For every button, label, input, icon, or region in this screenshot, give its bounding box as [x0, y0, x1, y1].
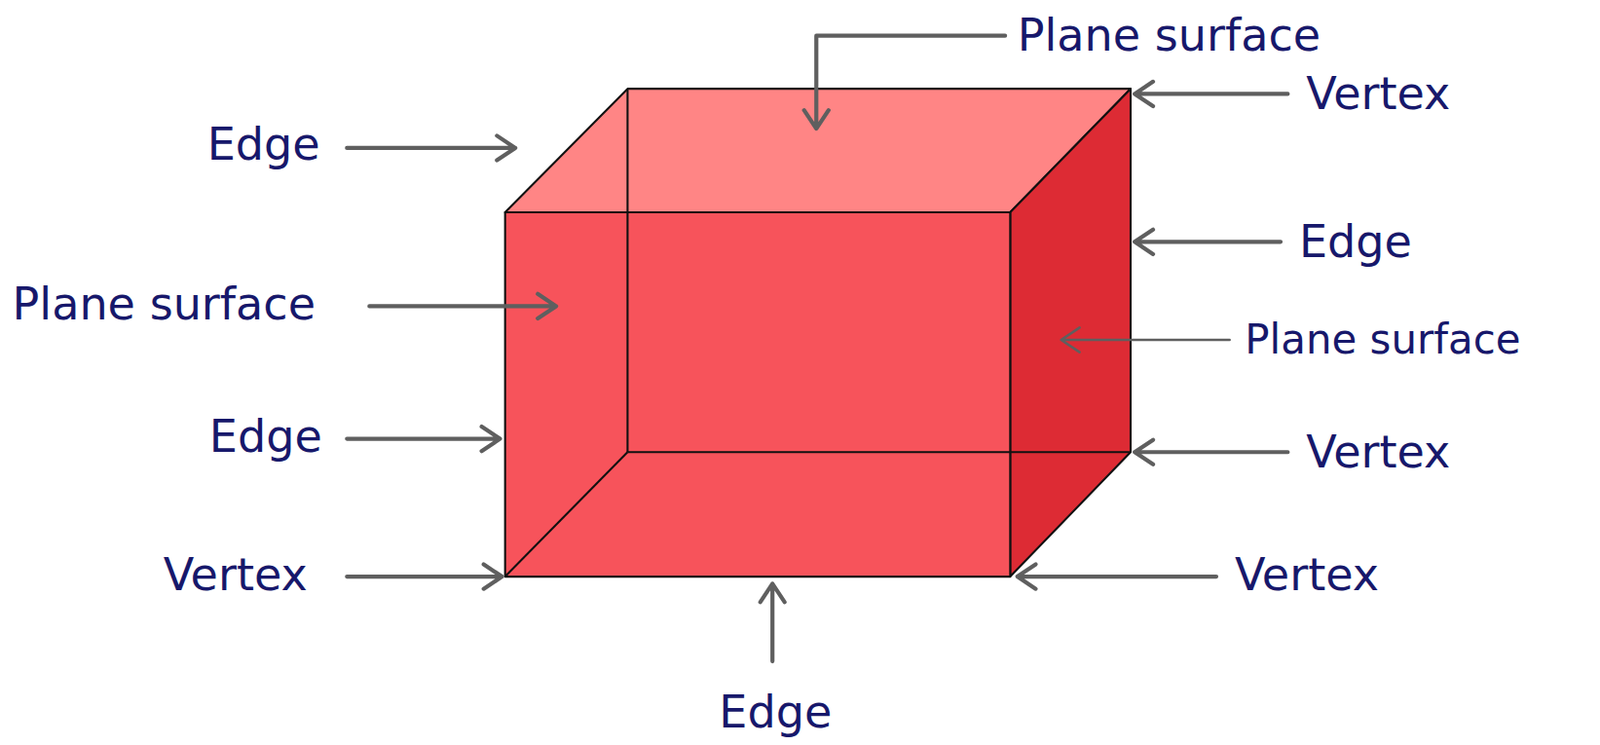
pointer-arrow [760, 583, 785, 662]
hidden-edge [505, 451, 629, 577]
pointer-arrow [1017, 564, 1217, 590]
pointer-arrow [1134, 81, 1288, 107]
part-label: Plane surface [1244, 317, 1521, 363]
part-label: Vertex [163, 550, 308, 600]
part-label: Edge [209, 411, 323, 462]
pointer-arrow [804, 36, 1005, 129]
pointer-arrow [346, 135, 516, 160]
front-face [505, 212, 1011, 577]
part-label: Edge [207, 119, 321, 170]
pointer-arrow [1134, 440, 1288, 465]
pointer-arrow [1061, 327, 1230, 352]
part-label: Edge [1299, 217, 1413, 267]
hidden-edge [626, 88, 629, 452]
part-label: Edge [718, 687, 832, 738]
part-label: Plane surface [1017, 10, 1321, 61]
pointer-arrow [369, 294, 557, 319]
pointer-arrow [346, 426, 500, 451]
pointer-arrows [346, 36, 1288, 662]
pointer-arrow [1134, 229, 1281, 255]
part-label: Vertex [1305, 69, 1451, 119]
part-label: Vertex [1305, 427, 1451, 478]
hidden-edge [627, 450, 1131, 453]
cuboid [505, 88, 1131, 577]
pointer-arrow [346, 564, 502, 590]
part-label: Vertex [1234, 550, 1379, 600]
part-label: Plane surface [12, 279, 316, 330]
